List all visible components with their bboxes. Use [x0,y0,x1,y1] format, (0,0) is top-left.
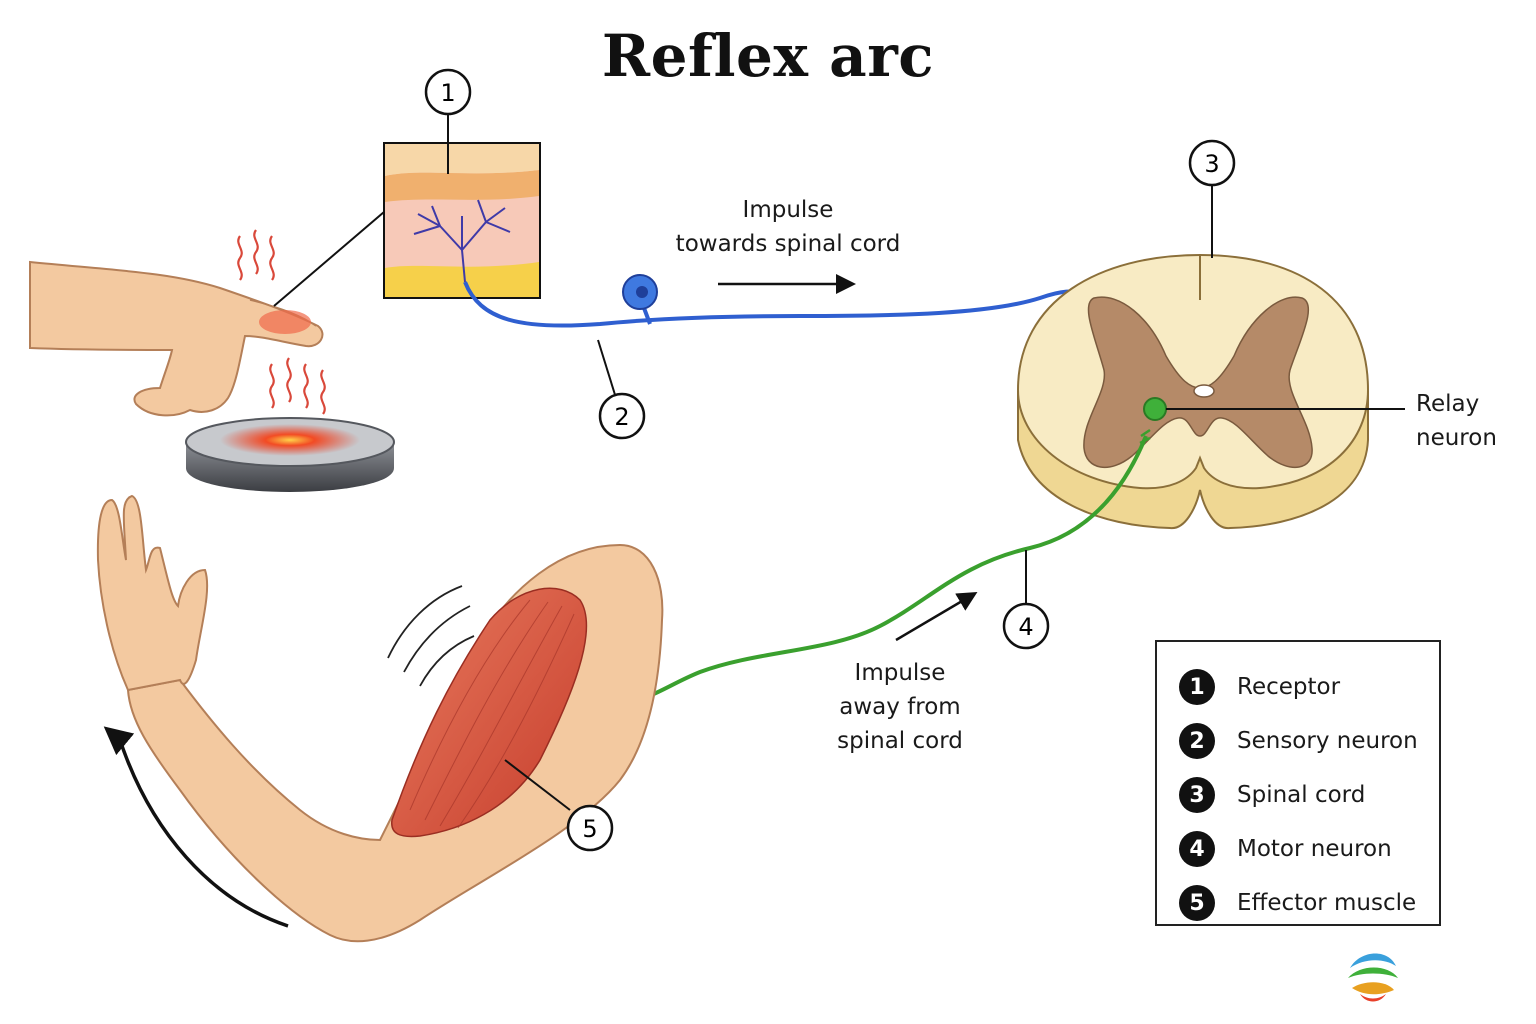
motor-direction-caption: Impulse away from spinal cord [800,656,1000,758]
receptor-pointer-line [273,211,385,307]
legend-label: Motor neuron [1237,836,1392,862]
relay-neuron [1143,397,1405,421]
label-line: neuron [1416,425,1497,451]
svg-text:1: 1 [440,79,455,107]
caption-line: spinal cord [837,728,963,754]
legend-item-effector-muscle: 5 Effector muscle [1179,876,1439,930]
legend-item-sensory-neuron: 2 Sensory neuron [1179,714,1439,768]
legend: 1 Receptor 2 Sensory neuron 3 Spinal cor… [1155,640,1441,926]
logo-icon [1348,951,1398,1002]
legend-item-motor-neuron: 4 Motor neuron [1179,822,1439,876]
legend-item-spinal-cord: 3 Spinal cord [1179,768,1439,822]
legend-label: Spinal cord [1237,782,1366,808]
caption-line: Impulse [742,197,834,223]
caption-line: Impulse [854,660,946,686]
marker-4: 4 [1002,602,1050,650]
heat-wave-icon [237,229,326,415]
marker-2-leader [597,339,617,399]
diagram-title: Reflex arc [601,22,935,90]
legend-number: 2 [1179,723,1215,759]
relay-neuron-label: Relay neuron [1416,387,1497,455]
marker-3: 3 [1188,139,1236,187]
caption-line: towards spinal cord [675,231,901,257]
legend-number: 1 [1179,669,1215,705]
motor-direction-arrow [895,591,978,642]
legend-label: Sensory neuron [1237,728,1418,754]
svg-text:5: 5 [582,815,597,843]
legend-number: 3 [1179,777,1215,813]
svg-text:4: 4 [1018,613,1033,641]
marker-5-leader [504,759,571,811]
sensory-direction-caption: Impulse towards spinal cord [666,193,910,261]
marker-1: 1 [424,68,472,116]
legend-item-receptor: 1 Receptor [1179,660,1439,714]
spinal-cord-section [1016,253,1370,530]
skin-receptor-inset [383,142,541,299]
hand-touching-plate [29,260,324,417]
svg-text:3: 3 [1204,150,1219,178]
withdrawal-arrow [103,726,289,928]
label-line: Relay [1416,391,1480,417]
marker-5: 5 [566,804,614,852]
motion-lines [387,585,475,687]
legend-number: 5 [1179,885,1215,921]
caption-line: away from [839,694,961,720]
withdrawing-arm [96,494,664,943]
svg-text:2: 2 [614,403,629,431]
hot-plate-icon [185,417,395,492]
legend-label: Effector muscle [1237,890,1417,916]
legend-number: 4 [1179,831,1215,867]
legend-label: Receptor [1237,674,1341,700]
marker-2: 2 [598,392,646,440]
